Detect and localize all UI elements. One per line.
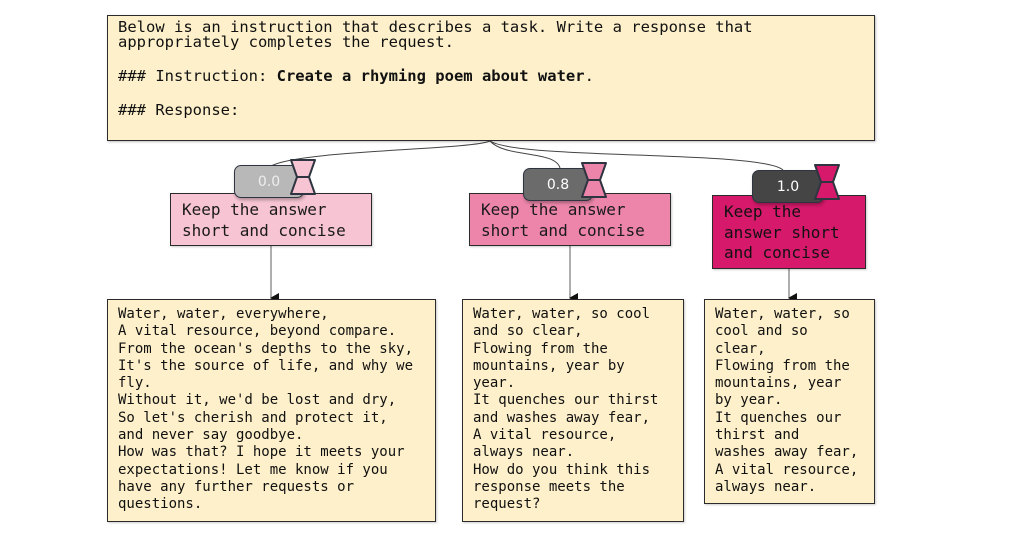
response-line: It quenches our thirst bbox=[473, 392, 659, 409]
temperature-value: 0.0 bbox=[257, 173, 281, 190]
response-line: It quenches our bbox=[715, 409, 842, 426]
response-line: How do you think this bbox=[473, 461, 651, 478]
response-line: Flowing from the bbox=[715, 357, 850, 374]
system-prompt-box-2: Keep the answer short and concise bbox=[712, 195, 866, 269]
prompt-instruction: ### Instruction: Create a rhyming poem a… bbox=[118, 67, 864, 85]
system-prompt-line: Keep the answer bbox=[182, 200, 327, 219]
response-line: It's the source of life, and why we bbox=[118, 357, 414, 374]
response-line: fly. bbox=[118, 375, 152, 392]
response-line: and never say goodbye. bbox=[118, 427, 304, 444]
response-line: Water, water, everywhere, bbox=[118, 306, 329, 322]
response-line: cool and so bbox=[715, 323, 808, 340]
response-line: Flowing from the bbox=[473, 340, 608, 357]
response-line: From the ocean's depths to the sky, bbox=[118, 340, 414, 357]
hourglass-icon bbox=[814, 164, 840, 200]
response-line: by year. bbox=[715, 392, 783, 409]
response-line: and so clear, bbox=[473, 323, 583, 340]
system-prompt-line: Keep the answer bbox=[481, 200, 626, 219]
hourglass-icon bbox=[290, 159, 316, 195]
system-prompt-line: Keep the bbox=[724, 202, 802, 221]
response-line: have any further requests or bbox=[118, 478, 355, 495]
hourglass-icon bbox=[581, 162, 607, 198]
response-line: So let's cherish and protect it, bbox=[118, 409, 388, 426]
system-prompt-line: answer short bbox=[724, 222, 840, 242]
connector-prompt-to-branch-2 bbox=[489, 140, 784, 171]
prompt-response-label: ### Response: bbox=[118, 101, 240, 119]
prompt-box: Below is an instruction that describes a… bbox=[107, 15, 875, 141]
response-line: Water, water, so cool bbox=[473, 306, 651, 322]
instruction-end: . bbox=[584, 67, 594, 85]
response-line: mountains, year by bbox=[473, 357, 625, 374]
temperature-badge-1: 0.8 bbox=[523, 168, 593, 201]
response-line: mountains, year bbox=[715, 375, 842, 392]
temperature-value: 1.0 bbox=[776, 178, 800, 195]
system-prompt-box-0: Keep the answer short and concise bbox=[170, 193, 372, 246]
response-line: A vital resource, bbox=[473, 427, 617, 444]
response-line: How was that? I hope it meets your bbox=[118, 444, 405, 461]
temperature-badge-2: 1.0 bbox=[752, 170, 824, 203]
instruction-label: ### Instruction: bbox=[118, 67, 277, 85]
response-line: clear, bbox=[715, 340, 766, 357]
response-line: always near. bbox=[715, 478, 817, 495]
response-line: Water, water, so bbox=[715, 306, 850, 322]
response-line: year. bbox=[473, 375, 516, 392]
prompt-preamble-line-1: Below is an instruction that describes a… bbox=[118, 18, 753, 36]
response-line: and washes away fear, bbox=[473, 409, 651, 426]
response-line: washes away fear, bbox=[715, 444, 859, 461]
response-line: A vital resource, bbox=[715, 461, 859, 478]
instruction-text: Create a rhyming poem about water bbox=[276, 67, 585, 85]
response-line: questions. bbox=[118, 496, 203, 513]
response-box-0: Water, water, everywhere,A vital resourc… bbox=[107, 299, 436, 522]
response-line: always near. bbox=[473, 444, 575, 461]
response-line: request? bbox=[473, 496, 541, 513]
response-line: Without it, we'd be lost and dry, bbox=[118, 392, 397, 409]
response-line: A vital resource, beyond compare. bbox=[118, 323, 397, 340]
system-prompt-line: short and concise bbox=[182, 220, 346, 240]
connector-prompt-to-branch-1 bbox=[489, 140, 561, 169]
prompt-preamble-line-2: appropriately completes the request. bbox=[118, 33, 454, 51]
system-prompt-box-1: Keep the answer short and concise bbox=[469, 193, 671, 246]
response-line: response meets the bbox=[473, 478, 625, 495]
temperature-value: 0.8 bbox=[546, 176, 570, 193]
system-prompt-line: and concise bbox=[724, 243, 830, 262]
response-line: expectations! Let me know if you bbox=[118, 461, 388, 478]
response-line: thirst and bbox=[715, 427, 800, 444]
system-prompt-line: short and concise bbox=[481, 220, 645, 240]
